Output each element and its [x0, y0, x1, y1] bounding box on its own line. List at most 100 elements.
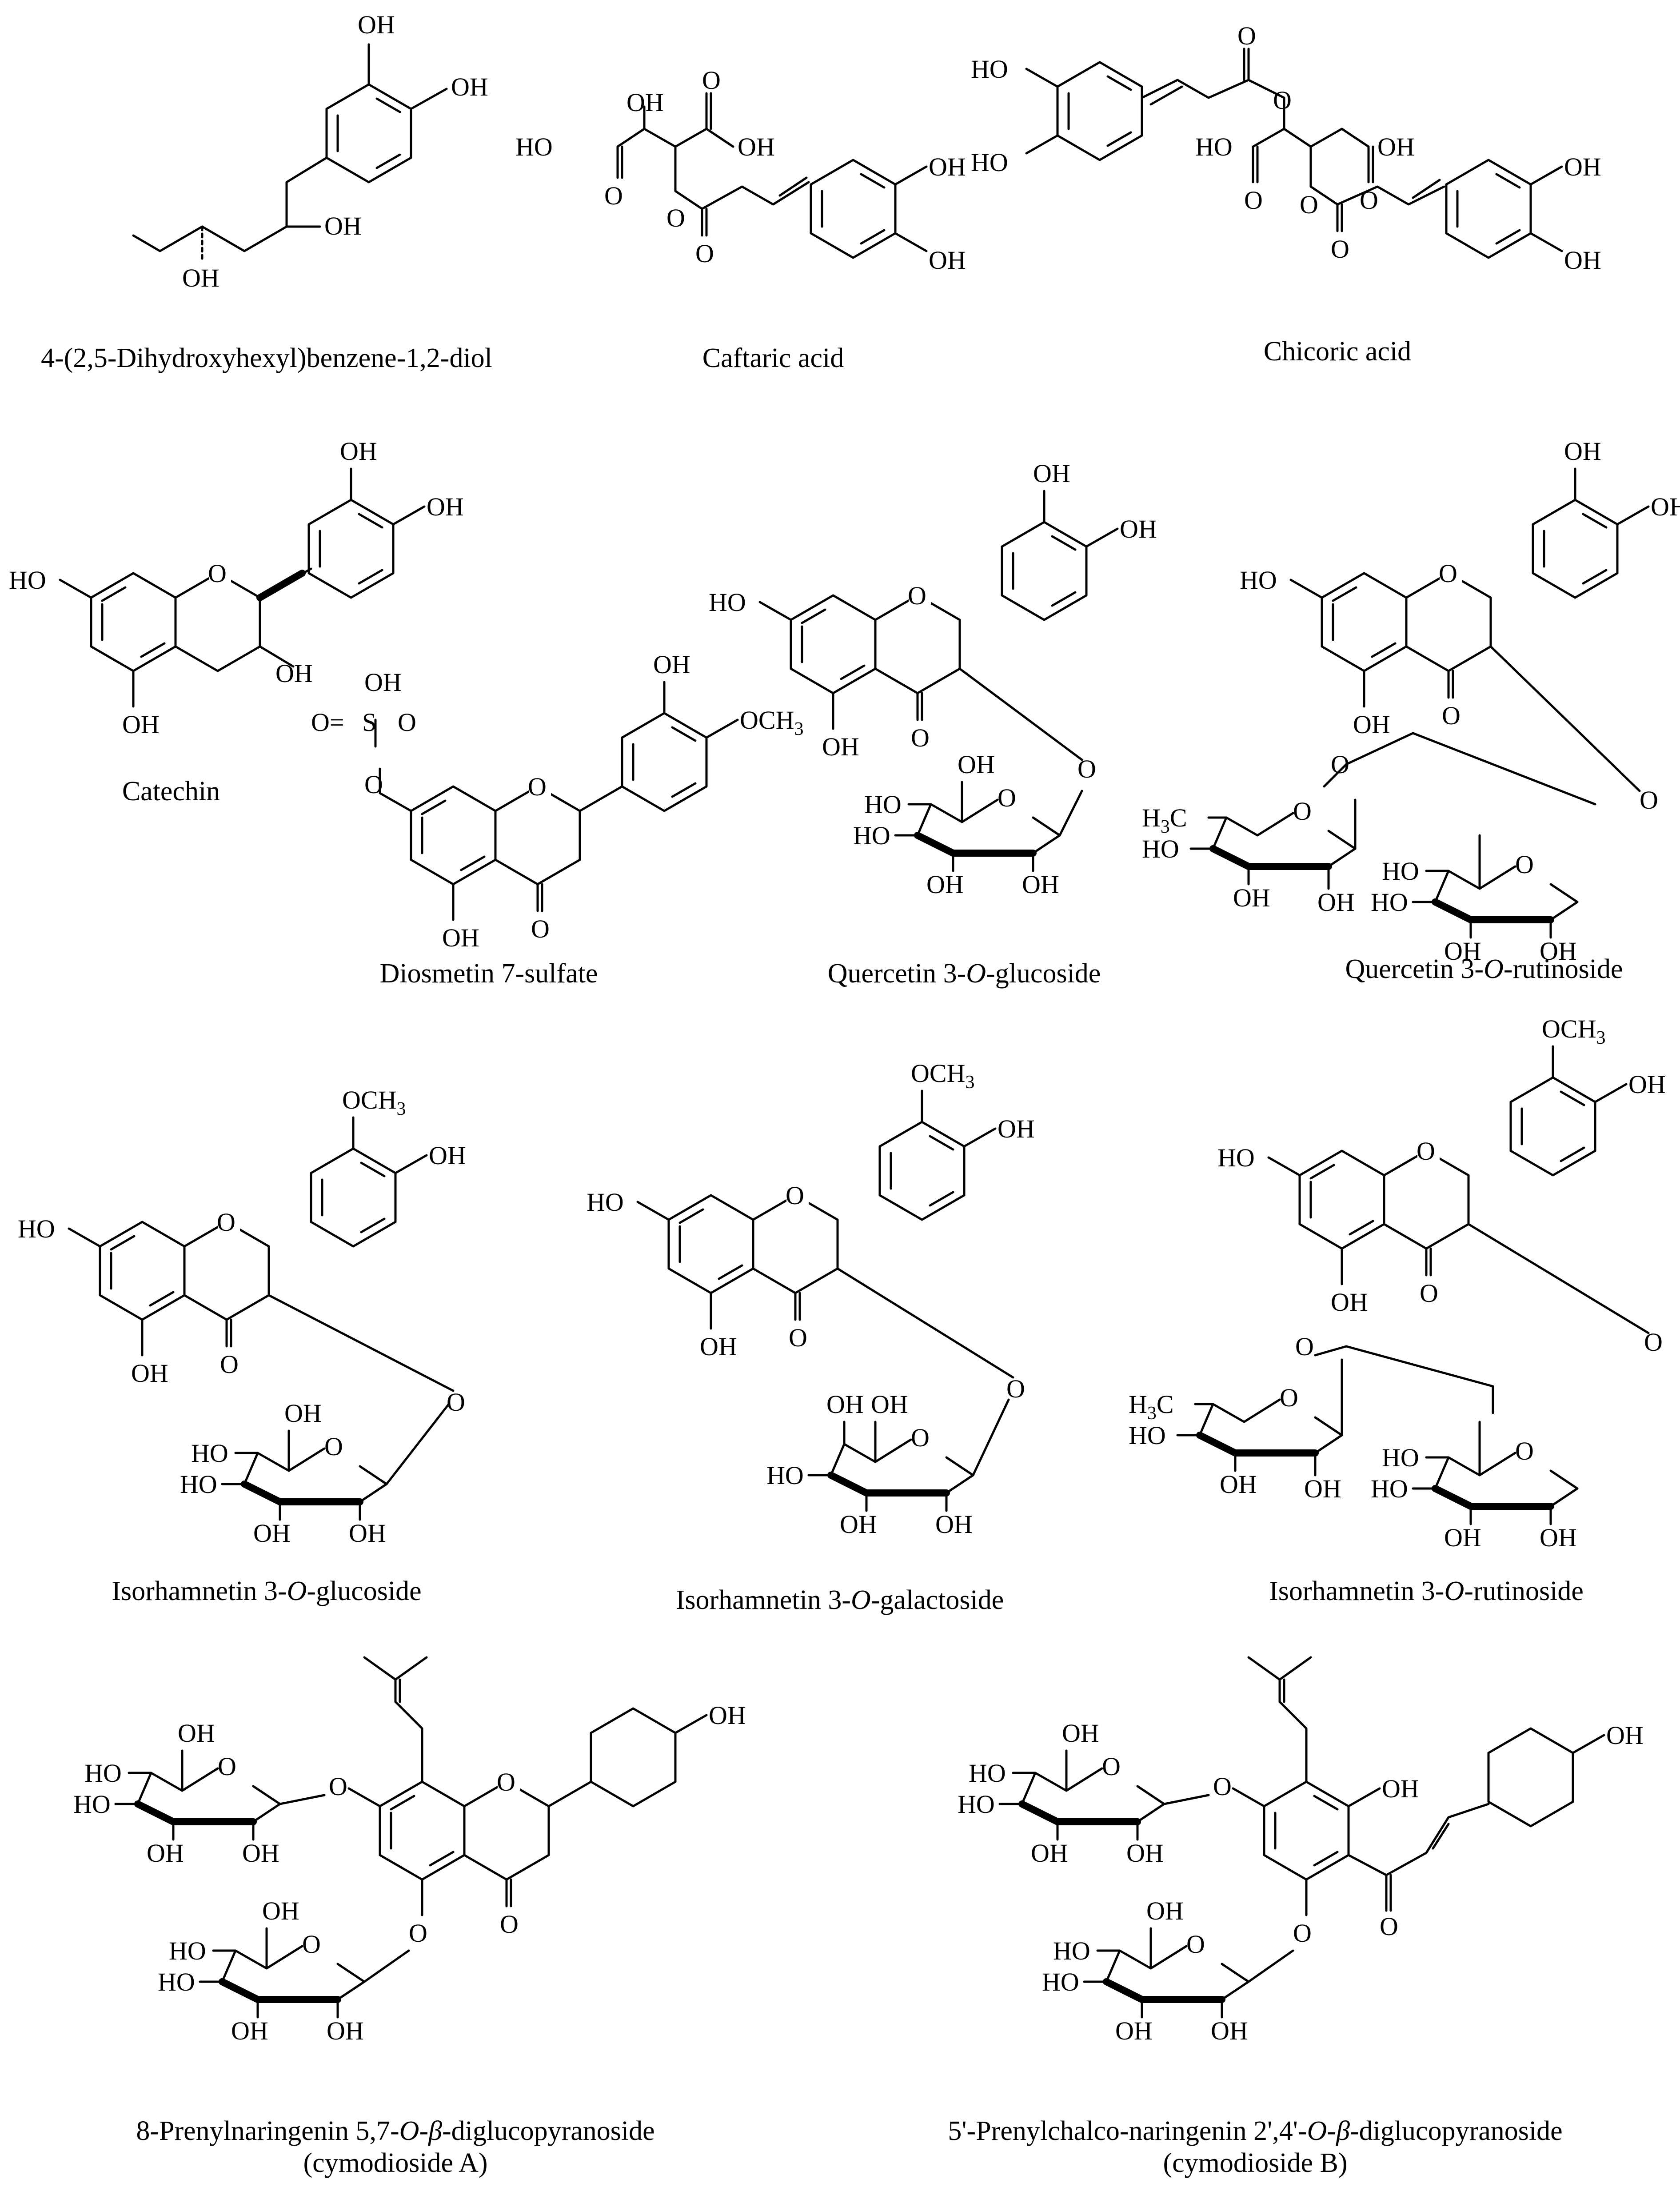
atom-oh: OH [935, 1510, 973, 1539]
atom-ho: HO [864, 790, 902, 819]
atom-o: O [1515, 850, 1534, 879]
atom-ho: HO [515, 132, 553, 161]
atom-ho: HO [1382, 857, 1419, 886]
atom-oh: OH [147, 1839, 184, 1868]
atom-oh: OH [1022, 870, 1059, 899]
atom-oh: OH [1233, 883, 1270, 912]
atom-oh: OH [1033, 459, 1070, 488]
atom-oh: OH [998, 1114, 1035, 1143]
atom-oh: OH [131, 1359, 168, 1388]
atom-oh: OH [275, 659, 313, 688]
atom-oh: OH [700, 1332, 737, 1361]
atom-ho: HO [766, 1461, 804, 1490]
atom-oh: OH [822, 732, 859, 761]
atom-oh: OH [451, 72, 488, 101]
atom-oh: OH [958, 750, 995, 779]
atom-ho: HO [180, 1470, 217, 1499]
atom-ho: HO [191, 1439, 228, 1468]
atom-o: O [447, 1388, 465, 1417]
compound-quercetin-rutinoside: O HO OH O O OH OH O O H3C HO OH OH O HO … [1142, 437, 1680, 966]
atom-oh: OH [262, 1896, 299, 1925]
atom-o: O [786, 1181, 804, 1210]
atom-oh: OH [427, 492, 464, 521]
atom-oh: OH [1564, 152, 1601, 181]
atom-oh: OH [1444, 937, 1481, 966]
atom-oh: OH [178, 1719, 215, 1748]
atom-ho: HO [709, 588, 746, 617]
atom-o: O [218, 1752, 236, 1781]
atom-o: O [1380, 1912, 1398, 1941]
atom-oh: OH [1540, 1523, 1577, 1552]
atom-o: O [789, 1323, 807, 1352]
atom-o: O [666, 204, 685, 232]
atom-oh: OH [1220, 1470, 1257, 1499]
atom-ho: HO [84, 1759, 122, 1788]
atom-o: O [1186, 1930, 1205, 1959]
atom-oh: OH [738, 132, 775, 161]
atom-ho: HO [969, 1759, 1006, 1788]
atom-h3c: H3C [1129, 1390, 1174, 1424]
atom-oh: OH [709, 1701, 746, 1730]
caption-isorhamnetin-glucoside: Isorhamnetin 3-O-glucoside [112, 1576, 422, 1606]
compound-cymodioside-a: O O O O OH O OH HO HO OH OH O OH HO HO O… [73, 1656, 746, 2045]
atom-ho: HO [73, 1790, 111, 1819]
atom-oh: OH [349, 1519, 386, 1548]
atom-ho: HO [1142, 834, 1179, 863]
atom-oh: OH [1444, 1523, 1481, 1552]
atom-o: O [217, 1208, 235, 1237]
atom-o: O [1237, 21, 1256, 50]
atom-oh: OH [926, 870, 964, 899]
atom-och3: OCH3 [911, 1059, 974, 1093]
atom-o: O [1273, 86, 1292, 115]
atom-oh: OH [1304, 1474, 1341, 1503]
atom-o: O [1360, 186, 1378, 215]
atom-oh: OH [627, 88, 664, 117]
atom-o: O [1293, 797, 1312, 826]
compound-dihydroxyhexylbenzenediol: OH OH OH OH [132, 10, 488, 292]
atom-o: O [695, 239, 714, 268]
atom-o: O [1640, 786, 1658, 814]
atom-oh: OH [1031, 1839, 1068, 1868]
atom-o: O [1331, 750, 1349, 779]
atom-ho: HO [1195, 132, 1233, 161]
atom-oh: OH [231, 2016, 268, 2045]
atom-oh: OH [1120, 515, 1157, 543]
atom-ho: HO [18, 1214, 55, 1243]
atom-ho: HO [158, 1968, 195, 1996]
atom-h3c: H3C [1142, 803, 1187, 837]
atom-o: O [1331, 235, 1349, 263]
atom-oh: OH [1564, 437, 1601, 466]
atom-ho: HO [1129, 1421, 1166, 1450]
compound-diosmetin-sulfate: O O O= S O OH OH O OH OCH3 [311, 650, 803, 952]
compound-caftaric-acid: HO OH O OH O O O OH OH [515, 66, 966, 275]
atom-oh: OH [324, 212, 362, 240]
atom-o: O [908, 581, 926, 610]
atom-oh: OH [327, 2016, 364, 2045]
atom-o: O [302, 1930, 321, 1959]
atom-ho: HO [1371, 888, 1408, 917]
compound-isorhamnetin-rutinoside: O HO OH O O OCH3 OH O O H3C HO OH OH O H… [1129, 1014, 1666, 1552]
atom-o: O [1244, 186, 1263, 215]
atom-o: O [329, 1772, 347, 1801]
atom-o: O [1295, 1332, 1314, 1361]
atom-oh: OH [653, 650, 690, 679]
caption-cymodioside-a-subtitle: (cymodioside A) [303, 2148, 488, 2178]
atom-ho: HO [1053, 1936, 1090, 1965]
atom-o: O [1280, 1383, 1298, 1412]
caption-catechin: Catechin [122, 776, 220, 806]
atom-o: O [1006, 1374, 1025, 1403]
compound-cymodioside-b: OH O O O OH O OH HO HO OH OH O OH HO HO … [958, 1656, 1644, 2045]
atom-o: O [324, 1432, 343, 1461]
atom-o: O [531, 914, 550, 943]
compound-isorhamnetin-galactoside: O HO OH O O OCH3 OH O OH OH HO OH OH [587, 1059, 1035, 1539]
atom-oh: OH [1353, 710, 1390, 739]
atom-o: O [1077, 754, 1096, 783]
atom-ho: HO [169, 1936, 206, 1965]
atom-oh: OH [1331, 1288, 1368, 1317]
atom-ho: HO [9, 566, 46, 595]
atom-ho: HO [971, 148, 1008, 177]
atom-o: O [1439, 559, 1457, 588]
atom-ho: HO [1371, 1474, 1408, 1503]
